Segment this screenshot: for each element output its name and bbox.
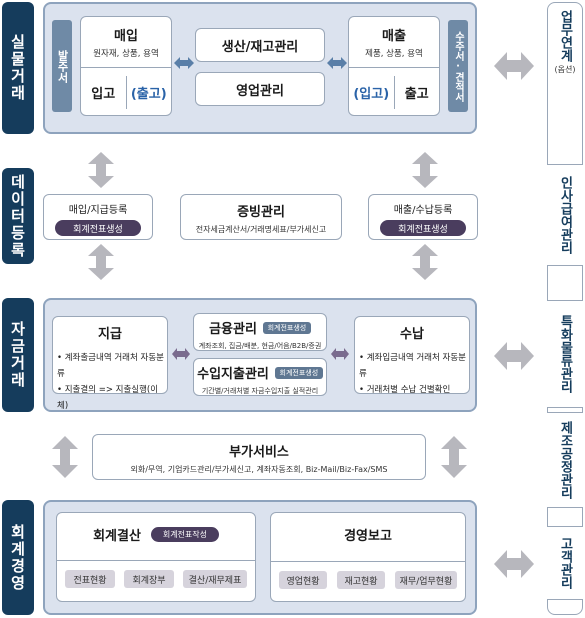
right-item-logistics-label: 특화물류관리 [557, 315, 573, 393]
import-title: 수입지출관리 [197, 367, 269, 382]
purchase-register-pill: 회계전표생성 [55, 220, 141, 236]
purchase-box: 매입 원자재, 상품, 용역 입고 (출고) [80, 16, 172, 116]
payment-finance-arrow [172, 348, 190, 360]
physical-link-arrow [494, 52, 534, 80]
receipt-title: 수납 [400, 327, 424, 342]
finance-box: 금융관리 회계전표생성 계좌조회, 집금/배분, 현금/어음/B2B/증권 [193, 313, 327, 351]
sales-sub: 제품, 상품, 용역 [365, 49, 423, 59]
evidence-sub: 전자세금계산서/거래명세표/부가세신고 [195, 225, 327, 234]
sales-register-box: 매출/수납등록 회계전표생성 [368, 194, 478, 240]
business-box: 영업관리 [195, 72, 325, 106]
right-lower-vertical-arrow [412, 244, 438, 280]
finance-sub: 계좌조회, 집금/배분, 현금/어음/B2B/증권 [198, 342, 322, 350]
closing-title: 회계결산 [93, 529, 141, 544]
payment-bullet-1: • 계좌출금내역 거래처 자동분류 [57, 353, 164, 379]
closing-box: 회계결산 회계전표작성 전표현황 회계장부 결산/재무제표 [56, 512, 256, 602]
report-box: 경영보고 영업현황 재고현황 재무/업무현황 [270, 512, 466, 602]
right-item-link-label: 업무연계 [557, 10, 573, 62]
production-title: 생산/재고관리 [221, 39, 299, 55]
finance-receipt-arrow [331, 348, 349, 360]
right-addon-vertical-arrow [441, 436, 467, 478]
report-title: 경영보고 [344, 529, 392, 544]
purchase-title: 매입 [114, 29, 138, 44]
sales-box: 매출 제품, 상품, 용역 (입고) 출고 [348, 16, 440, 116]
right-item-manufacturing: 제조공정관리 [547, 412, 583, 508]
section-label-funds: 자금거래 [2, 298, 34, 412]
receipt-box: 수납 • 계좌입금내역 거래처 자동분류 • 거래처별 수납 건별확인 [354, 316, 470, 395]
section-label-physical: 실물거래 [2, 2, 34, 134]
finance-tag: 회계전표생성 [262, 321, 311, 334]
right-item-link: 업무연계 (옵션) [547, 10, 583, 110]
addon-box: 부가서비스 외화/무역, 기업카드관리/부가세신고, 계좌자동조회, Biz-M… [92, 434, 426, 480]
purchase-in: 입고 [91, 87, 116, 102]
quote-strip: 수주서·견적서 [448, 20, 468, 112]
order-strip: 발주서 [52, 20, 72, 112]
closing-chip-voucher: 전표현황 [65, 570, 115, 588]
purchase-register-title: 매입/지급등록 [68, 205, 128, 216]
right-item-hr-label: 인사급여관리 [557, 176, 573, 254]
accounting-link-arrow [494, 550, 534, 578]
production-box: 생산/재고관리 [195, 28, 325, 62]
evidence-title: 증빙관리 [237, 205, 285, 220]
purchase-out: (출고) [130, 87, 167, 102]
addon-sub: 외화/무역, 기업카드관리/부가세신고, 계좌자동조회, Biz-Mail/Bi… [130, 465, 388, 474]
closing-chip-statements: 결산/재무제표 [183, 570, 247, 588]
sales-register-pill: 회계전표생성 [380, 220, 466, 236]
payment-bullet-2: • 지출결의 => 지출실행(이체) [57, 385, 159, 411]
section-label-data: 데이터등록 [2, 168, 34, 264]
sales-register-title: 매출/수납등록 [393, 205, 453, 216]
receipt-bullet-2: • 거래처별 수납 건별확인 [359, 385, 451, 395]
production-sales-arrow [327, 57, 347, 69]
addon-title: 부가서비스 [229, 445, 289, 460]
report-chip-finance: 재무/업무현황 [395, 571, 457, 589]
finance-title: 금융관리 [209, 322, 257, 337]
payment-box: 지급 • 계좌출금내역 거래처 자동분류 • 지출결의 => 지출실행(이체) [52, 316, 168, 411]
sales-out: 출고 [404, 87, 429, 102]
evidence-box: 증빙관리 전자세금계산서/거래명세표/부가세신고 [180, 194, 342, 240]
funds-link-arrow [494, 342, 534, 370]
import-box: 수입지출관리 회계전표생성 기간별/거래처별 자금수입지출 실적관리 [193, 358, 327, 396]
report-chip-inventory: 재고현황 [337, 571, 385, 589]
right-item-link-sub: (옵션) [554, 65, 576, 74]
left-addon-vertical-arrow [52, 436, 78, 478]
sales-in: (입고) [353, 87, 390, 102]
closing-pill: 회계전표작성 [150, 527, 219, 542]
right-item-hr: 인사급여관리 [547, 164, 583, 266]
purchase-production-arrow [174, 57, 194, 69]
closing-chip-ledger: 회계장부 [124, 570, 174, 588]
import-sub: 기간별/거래처별 자금수입지출 실적관리 [201, 387, 319, 395]
receipt-bullet-1: • 계좌입금내역 거래처 자동분류 [359, 353, 466, 379]
section-label-accounting: 회계경영 [2, 500, 34, 615]
right-item-customer-label: 고객관리 [557, 537, 573, 589]
right-item-manufacturing-label: 제조공정관리 [557, 421, 573, 499]
import-tag: 회계전표생성 [274, 366, 323, 379]
payment-title: 지급 [98, 327, 122, 342]
business-title: 영업관리 [236, 83, 284, 99]
left-upper-vertical-arrow [88, 152, 114, 188]
right-upper-vertical-arrow [412, 152, 438, 188]
right-item-logistics: 특화물류관리 [547, 300, 583, 408]
purchase-register-box: 매입/지급등록 회계전표생성 [43, 194, 153, 240]
report-chip-sales: 영업현황 [279, 571, 327, 589]
left-lower-vertical-arrow [88, 244, 114, 280]
sales-title: 매출 [382, 29, 406, 44]
purchase-sub: 원자재, 상품, 용역 [93, 49, 159, 59]
right-item-customer: 고객관리 [547, 526, 583, 600]
